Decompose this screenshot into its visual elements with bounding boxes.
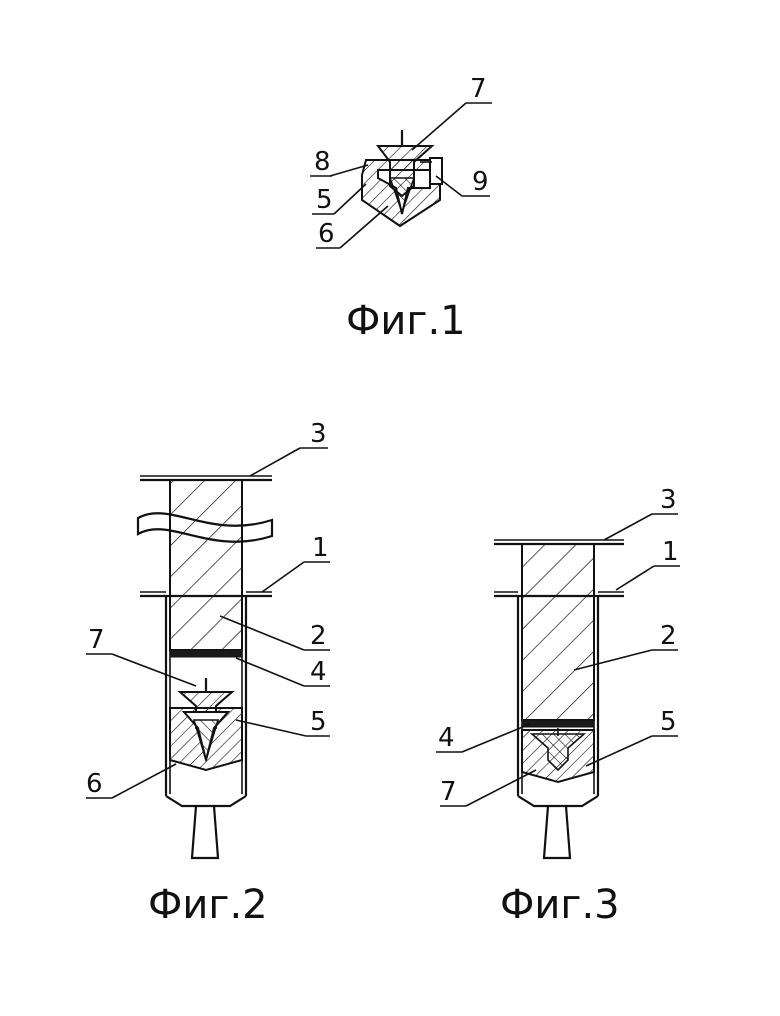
- fig3-label-7: 7: [440, 777, 457, 807]
- fig3-barrel-bottom: [518, 796, 598, 806]
- fig2-label-2: 2: [310, 621, 327, 651]
- fig2-syringe: [138, 476, 272, 858]
- fig2-label-5: 5: [310, 707, 327, 737]
- fig1-label-7: 7: [470, 74, 487, 104]
- fig1-drawing: [362, 130, 442, 226]
- figure-2: 3 1 2 4 7 5 6 Фиг.2: [86, 419, 330, 928]
- fig1-label-6: 6: [318, 219, 335, 249]
- fig1-label-5: 5: [316, 185, 333, 215]
- fig3-label-2: 2: [660, 621, 677, 651]
- fig2-nozzle: [192, 806, 218, 858]
- fig1-caption: Фиг.1: [346, 298, 466, 344]
- fig3-label-3: 3: [660, 485, 677, 515]
- fig3-label-1: 1: [662, 537, 679, 567]
- fig2-label-3: 3: [310, 419, 327, 449]
- fig2-label-4: 4: [310, 657, 327, 687]
- fig2-caption: Фиг.2: [148, 882, 268, 928]
- fig3-plunger-rod: [522, 544, 594, 720]
- fig1-label-9: 9: [472, 167, 489, 197]
- fig3-label-4: 4: [438, 723, 455, 753]
- fig3-syringe: [494, 540, 624, 858]
- fig2-label-1: 1: [312, 533, 329, 563]
- fig2-plunger-rod: [170, 480, 242, 650]
- fig3-label-5: 5: [660, 707, 677, 737]
- fig3-nozzle: [544, 806, 570, 858]
- fig3-seal-4: [522, 720, 594, 727]
- fig3-caption: Фиг.3: [500, 882, 620, 928]
- figure-1: 7 8 5 6 9 Фиг.1: [310, 74, 492, 344]
- fig1-label-8: 8: [314, 147, 331, 177]
- fig2-seal-4: [170, 650, 242, 657]
- fig2-label-7: 7: [88, 625, 105, 655]
- fig2-barrel-bottom: [166, 796, 246, 806]
- fig2-label-6: 6: [86, 769, 103, 799]
- figure-3: 3 1 2 4 5 7 Фиг.3: [436, 485, 680, 928]
